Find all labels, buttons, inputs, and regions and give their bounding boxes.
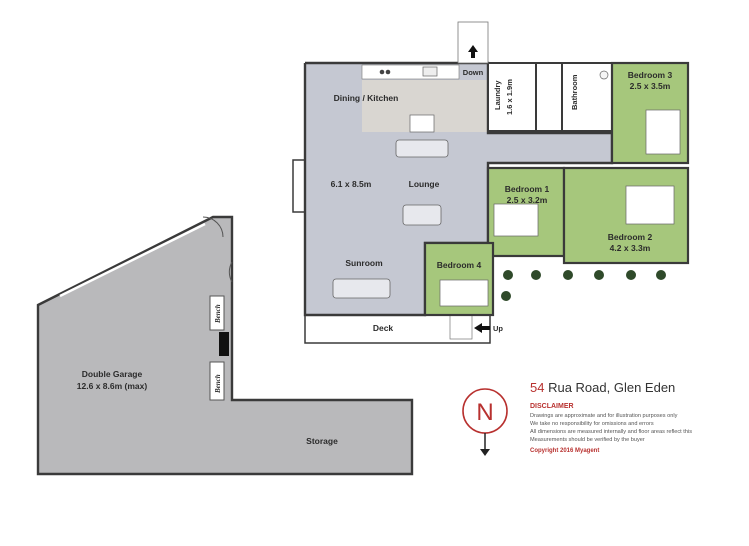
garage-door-line bbox=[59, 222, 206, 298]
sunroom-sofa bbox=[332, 278, 391, 299]
coffee-table bbox=[402, 204, 442, 226]
sunroom-label: Sunroom bbox=[345, 258, 383, 268]
bedroom3-label: Bedroom 3 bbox=[628, 70, 673, 80]
stairs-up-label: Up bbox=[493, 324, 503, 333]
bench-lower-label: Bench bbox=[214, 374, 222, 394]
bench-lower bbox=[209, 361, 225, 401]
disclaimer-line: All dimensions are measured internally a… bbox=[530, 429, 692, 435]
listing-info: 54 Rua Road, Glen Eden DISCLAIMER Drawin… bbox=[520, 380, 735, 454]
disclaimer-line: Drawings are approximate and for illustr… bbox=[530, 413, 678, 419]
copyright: Copyright 2016 Myagent bbox=[530, 448, 600, 454]
garden-plants bbox=[501, 270, 666, 301]
plant-icon bbox=[594, 270, 604, 280]
arrow-down-icon bbox=[480, 449, 490, 456]
bedroom1-dims: 2.5 x 3.2m bbox=[507, 195, 548, 205]
laundry-dims: 1.6 x 1.9m bbox=[505, 79, 514, 115]
bedroom4-bed bbox=[439, 279, 489, 307]
plant-icon bbox=[501, 291, 511, 301]
garage-door-swing bbox=[202, 216, 224, 238]
kitchen-benchtop bbox=[361, 64, 460, 80]
deck-label: Deck bbox=[373, 323, 394, 333]
address: 54 Rua Road, Glen Eden bbox=[530, 380, 735, 395]
stairs-down-label: Down bbox=[463, 68, 484, 77]
bedroom4-label: Bedroom 4 bbox=[437, 260, 482, 270]
lounge-label: Lounge bbox=[409, 179, 440, 189]
garage-post bbox=[219, 332, 229, 356]
arrow-left-icon bbox=[474, 323, 490, 333]
disclaimer-heading: DISCLAIMER bbox=[530, 403, 574, 410]
bedroom1-bed bbox=[493, 203, 539, 237]
laundry-label: Laundry bbox=[493, 80, 502, 110]
plant-icon bbox=[563, 270, 573, 280]
kitchen-island bbox=[409, 114, 435, 133]
west-bay-window bbox=[292, 159, 306, 213]
sofa-top bbox=[395, 139, 449, 158]
plant-icon bbox=[531, 270, 541, 280]
bathroom-label: Bathroom bbox=[570, 74, 579, 110]
wc-floor bbox=[535, 62, 563, 132]
cooktop-icon bbox=[379, 69, 385, 75]
garage-door-swing-2 bbox=[228, 261, 233, 283]
plant-icon bbox=[656, 270, 666, 280]
cooktop-icon-2 bbox=[385, 69, 391, 75]
bedroom3-dims: 2.5 x 3.5m bbox=[630, 81, 671, 91]
disclaimer-line: We take no responsibility for omissions … bbox=[530, 421, 654, 427]
plant-icon bbox=[503, 270, 513, 280]
laundry-floor bbox=[487, 62, 537, 132]
deck-stairs bbox=[449, 314, 473, 340]
bedroom2-bed bbox=[625, 185, 675, 225]
address-street: Rua Road, Glen Eden bbox=[544, 380, 676, 395]
arrow-up-icon bbox=[468, 45, 478, 58]
bedroom2-dims: 4.2 x 3.3m bbox=[610, 243, 651, 253]
basin-icon bbox=[599, 70, 609, 80]
bedroom3-bed bbox=[645, 109, 681, 155]
compass-north-label: N bbox=[476, 399, 493, 426]
garage-label: Double Garage bbox=[82, 369, 143, 379]
lounge-dims: 6.1 x 8.5m bbox=[331, 179, 372, 189]
plant-icon bbox=[626, 270, 636, 280]
bench-upper-label: Bench bbox=[214, 304, 222, 324]
garage-dims: 12.6 x 8.6m (max) bbox=[77, 381, 148, 391]
storage-label: Storage bbox=[306, 436, 338, 446]
bedroom1-label: Bedroom 1 bbox=[505, 184, 550, 194]
dining-kitchen-label: Dining / Kitchen bbox=[334, 93, 399, 103]
disclaimer-line: Measurements should be verified by the b… bbox=[530, 437, 645, 443]
address-number: 54 bbox=[530, 380, 545, 395]
bench-upper bbox=[209, 295, 225, 331]
bedroom2-label: Bedroom 2 bbox=[608, 232, 653, 242]
sink-icon bbox=[422, 66, 438, 77]
